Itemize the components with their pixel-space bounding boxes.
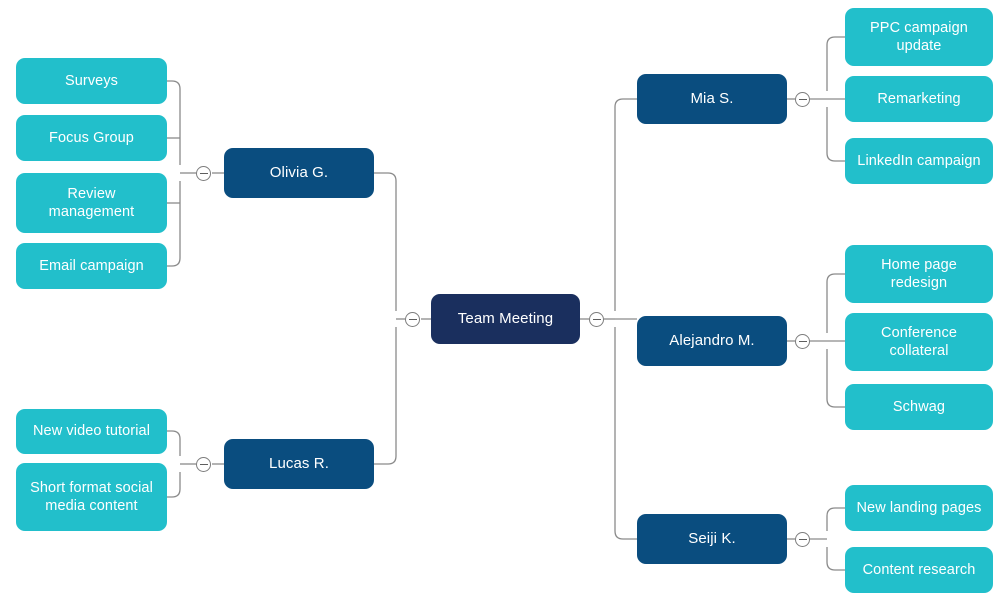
collapse-toggle-seiji[interactable] xyxy=(795,532,810,547)
task-node-new-landing-pages[interactable]: New landing pages xyxy=(845,485,993,531)
task-label: New landing pages xyxy=(856,499,982,516)
person-node-olivia-g[interactable]: Olivia G. xyxy=(224,148,374,198)
task-node-content-research[interactable]: Content research xyxy=(845,547,993,593)
task-label: Conference collateral xyxy=(881,324,957,359)
collapse-toggle-lucas[interactable] xyxy=(196,457,211,472)
task-label: Content research xyxy=(862,561,976,578)
task-label: Email campaign xyxy=(39,257,144,274)
person-node-mia-s[interactable]: Mia S. xyxy=(637,74,787,124)
collapse-toggle-olivia[interactable] xyxy=(196,166,211,181)
person-label: Mia S. xyxy=(690,89,734,107)
person-label: Alejandro M. xyxy=(669,331,755,349)
task-node-remarketing[interactable]: Remarketing xyxy=(845,76,993,122)
collapse-toggle-root-right[interactable] xyxy=(589,312,604,327)
collapse-toggle-mia[interactable] xyxy=(795,92,810,107)
root-node-team-meeting[interactable]: Team Meeting xyxy=(431,294,580,344)
task-node-new-video-tutorial[interactable]: New video tutorial xyxy=(16,409,167,454)
task-node-ppc-campaign-update[interactable]: PPC campaign update xyxy=(845,8,993,66)
task-node-short-format-social-media-content[interactable]: Short format social media content xyxy=(16,463,167,531)
collapse-toggle-alejandro[interactable] xyxy=(795,334,810,349)
task-label: Remarketing xyxy=(877,90,961,107)
task-node-schwag[interactable]: Schwag xyxy=(845,384,993,430)
task-label: LinkedIn campaign xyxy=(857,152,981,169)
task-label: Schwag xyxy=(892,398,946,415)
person-node-alejandro-m[interactable]: Alejandro M. xyxy=(637,316,787,366)
task-label: Surveys xyxy=(64,72,119,89)
root-label: Team Meeting xyxy=(457,309,554,327)
person-label: Lucas R. xyxy=(269,454,329,472)
task-label: New video tutorial xyxy=(32,423,151,440)
task-node-review-management[interactable]: Review management xyxy=(16,173,167,233)
task-label: Home page redesign xyxy=(881,256,957,291)
person-label: Seiji K. xyxy=(688,529,736,547)
collapse-toggle-root-left[interactable] xyxy=(405,312,420,327)
task-node-conference-collateral[interactable]: Conference collateral xyxy=(845,313,993,371)
person-node-seiji-k[interactable]: Seiji K. xyxy=(637,514,787,564)
task-node-email-campaign[interactable]: Email campaign xyxy=(16,243,167,289)
task-node-home-page-redesign[interactable]: Home page redesign xyxy=(845,245,993,303)
person-node-lucas-r[interactable]: Lucas R. xyxy=(224,439,374,489)
task-node-linkedin-campaign[interactable]: LinkedIn campaign xyxy=(845,138,993,184)
task-label: Focus Group xyxy=(49,129,134,146)
task-node-surveys[interactable]: Surveys xyxy=(16,58,167,104)
task-node-focus-group[interactable]: Focus Group xyxy=(16,115,167,161)
person-label: Olivia G. xyxy=(269,163,329,181)
task-label: Short format social media content xyxy=(30,479,153,514)
task-label: Review management xyxy=(48,185,135,220)
task-label: PPC campaign update xyxy=(870,19,968,54)
